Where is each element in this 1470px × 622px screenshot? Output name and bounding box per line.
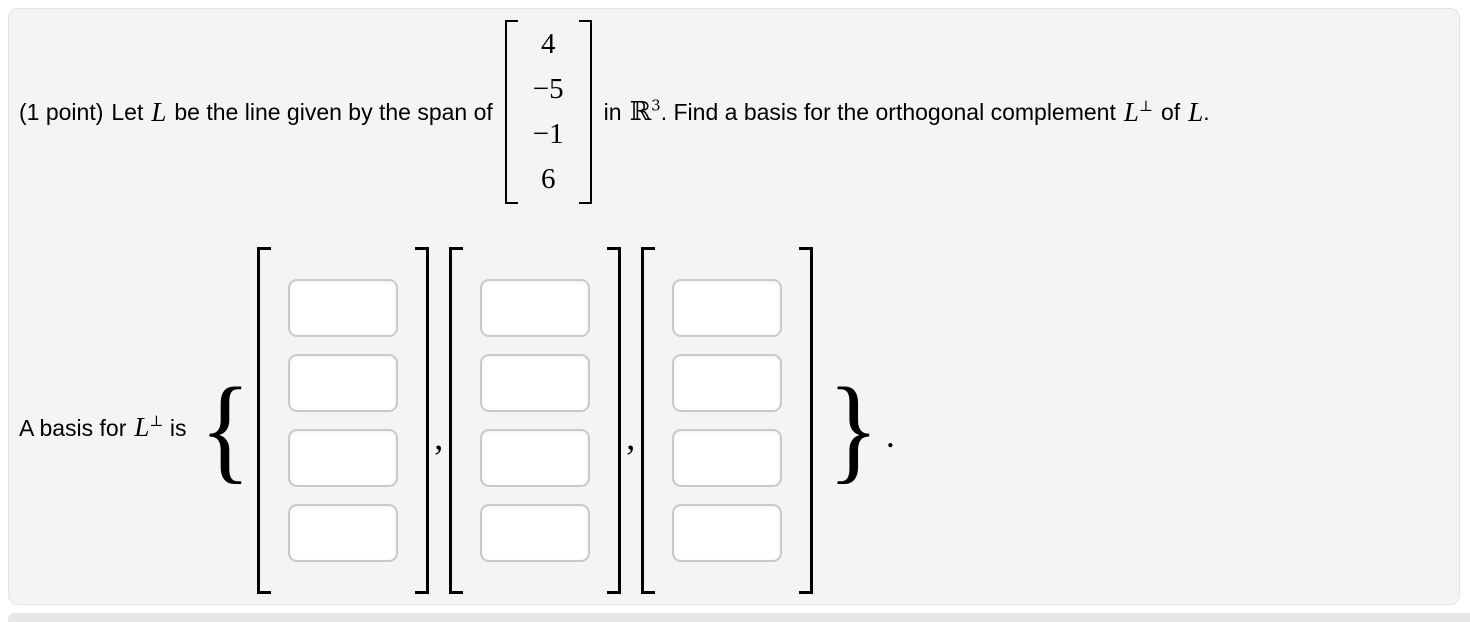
bracket-left	[504, 20, 518, 204]
basis-vector-1	[257, 247, 430, 594]
comma-separator-2: ,	[626, 416, 636, 457]
vector-entry: −1	[532, 118, 564, 150]
bracket-left	[641, 247, 656, 594]
basis-vector-2-inputs	[463, 247, 607, 594]
find-text: . Find a basis for the orthogonal comple…	[660, 98, 1116, 125]
answer-label-post: is	[169, 415, 187, 441]
basis-vector-3-entry-4[interactable]	[672, 504, 783, 562]
intro-text: Let	[111, 98, 144, 125]
bracket-right	[415, 247, 430, 594]
end-variable: L	[1188, 96, 1204, 127]
problem-statement: (1 point) Let L be the line given by the…	[9, 9, 1459, 215]
answer-label-variable: L⊥	[134, 412, 163, 442]
reals-symbol: ℝ3	[630, 97, 661, 127]
basis-vector-1-entry-4[interactable]	[288, 504, 399, 562]
sentence-period: .	[1203, 98, 1210, 125]
span-vector-entries: 4 −5 −1 6	[518, 20, 579, 204]
basis-vector-3-entry-1[interactable]	[672, 279, 783, 337]
complement-variable-letter: L	[1123, 96, 1139, 127]
open-brace: {	[199, 363, 251, 495]
line-variable: L	[151, 96, 167, 127]
basis-vector-3-entry-2[interactable]	[672, 354, 783, 412]
answer-label: A basis for L⊥ is	[19, 412, 187, 443]
in-text: in	[603, 98, 622, 125]
bracket-left	[449, 247, 464, 594]
bracket-right	[799, 247, 814, 594]
basis-vector-1-inputs	[271, 247, 415, 594]
basis-vector-2-entry-2[interactable]	[480, 354, 591, 412]
answer-area: A basis for L⊥ is { , ,	[9, 247, 1459, 594]
vector-entry: 6	[540, 163, 556, 195]
problem-panel: (1 point) Let L be the line given by the…	[8, 8, 1460, 605]
basis-vector-2	[449, 247, 622, 594]
close-brace: }	[828, 363, 879, 495]
basis-vector-1-entry-2[interactable]	[288, 354, 399, 412]
bracket-right	[607, 247, 622, 594]
answer-label-pre: A basis for	[19, 415, 127, 441]
perp-superscript: ⊥	[1138, 96, 1153, 115]
points-label: (1 point)	[19, 98, 104, 125]
basis-vector-2-entry-1[interactable]	[480, 279, 591, 337]
of-text: of	[1161, 98, 1181, 125]
final-period: .	[885, 414, 895, 455]
span-vector: 4 −5 −1 6	[504, 20, 592, 204]
vector-entry: −5	[532, 73, 564, 105]
complement-variable: L⊥	[1124, 97, 1153, 128]
basis-vector-1-entry-1[interactable]	[288, 279, 399, 337]
basis-vector-3	[641, 247, 814, 594]
answer-perp-superscript: ⊥	[149, 412, 164, 430]
basis-vector-3-inputs	[655, 247, 799, 594]
bracket-right	[578, 20, 592, 204]
answer-label-letter: L	[134, 412, 150, 442]
blackboard-r: ℝ	[629, 97, 652, 127]
vector-entry: 4	[540, 28, 556, 60]
basis-vector-2-entry-4[interactable]	[480, 504, 591, 562]
next-section-edge	[8, 613, 1470, 622]
bracket-left	[257, 247, 272, 594]
reals-exponent: 3	[651, 96, 661, 115]
basis-vector-2-entry-3[interactable]	[480, 429, 591, 487]
comma-separator-1: ,	[434, 416, 444, 457]
intro-text-post: be the line given by the span of	[174, 98, 493, 125]
basis-vector-3-entry-3[interactable]	[672, 429, 783, 487]
basis-vector-1-entry-3[interactable]	[288, 429, 399, 487]
